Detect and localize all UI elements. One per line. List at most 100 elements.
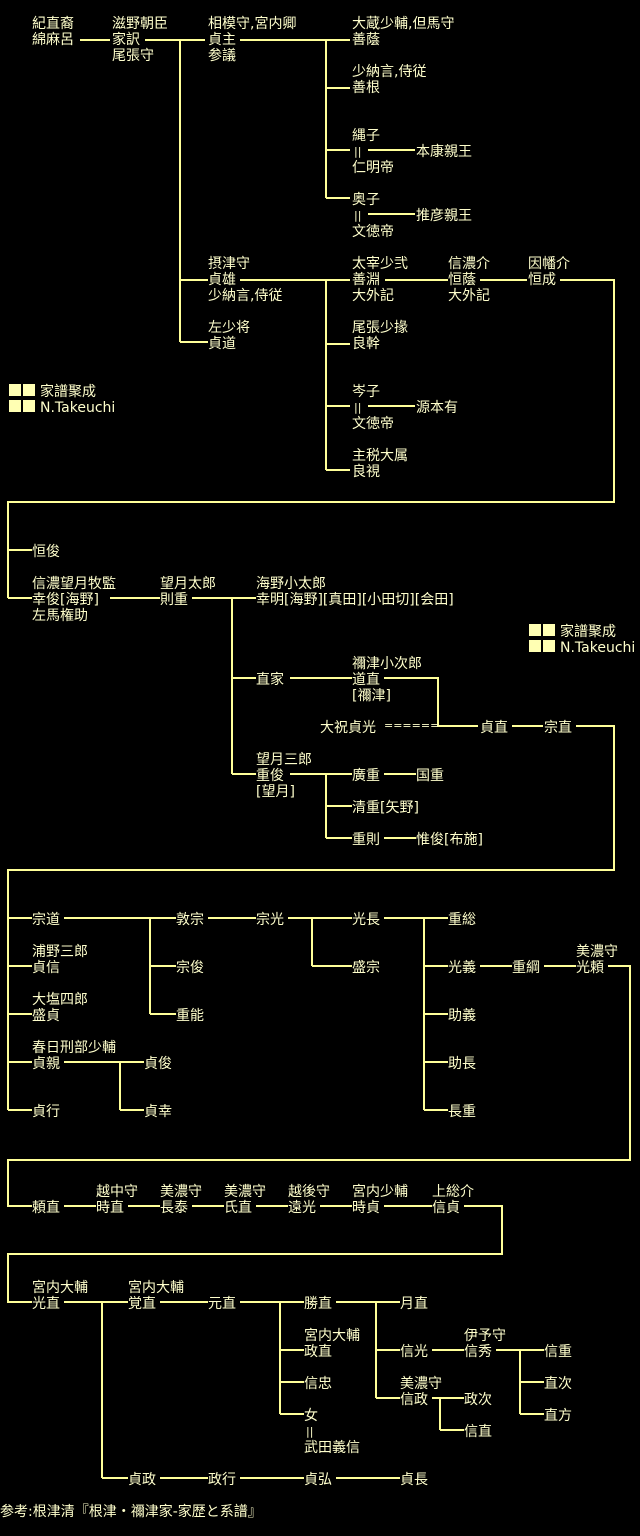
person-text: 遠光 — [288, 1200, 316, 1216]
person-text: 光長 — [352, 912, 380, 928]
logo-square — [543, 640, 555, 652]
person-text: 幸明[海野][真田][小田切][会田] — [256, 592, 454, 608]
person-text: 源本有 — [416, 400, 458, 416]
person-text: 紀直裔 — [32, 16, 74, 32]
person-text: 頼直 — [32, 1200, 60, 1216]
person-text: 貞雄 — [208, 272, 236, 288]
person-text: 政次 — [464, 1392, 492, 1408]
person-text: 武田義信 — [304, 1440, 360, 1456]
person-text: 文徳帝 — [352, 224, 394, 240]
person-text: 重則 — [352, 832, 380, 848]
person-text: 良視 — [352, 464, 380, 480]
person-text: 時貞 — [352, 1200, 380, 1216]
marriage-mark: || — [354, 145, 362, 158]
person-text: 重能 — [176, 1008, 204, 1024]
person-text: 尾張少掾 — [352, 320, 408, 336]
marriage-mark: || — [306, 1425, 314, 1438]
marriage-mark: || — [354, 209, 362, 222]
person-text: 盛貞 — [32, 1008, 60, 1024]
credit-author: N.Takeuchi — [560, 640, 636, 656]
person-text: 善淵 — [352, 272, 380, 288]
person-text: 直家 — [256, 672, 284, 688]
person-text: 信光 — [400, 1344, 428, 1360]
person-text: 大蔵少輔,但馬守 — [352, 16, 455, 32]
person-text: 貞直 — [480, 720, 508, 736]
person-text: 左少将 — [208, 320, 250, 336]
logo-square — [529, 624, 541, 636]
person-text: 文徳帝 — [352, 416, 394, 432]
person-text: 重総 — [448, 912, 476, 928]
person-text: 勝直 — [304, 1296, 332, 1312]
person-text: 貞弘 — [304, 1472, 332, 1488]
person-text: 奥子 — [352, 192, 380, 208]
logo-square — [23, 384, 35, 396]
person-text: 光直 — [32, 1296, 60, 1312]
person-text: 貞幸 — [144, 1104, 172, 1120]
person-text: 大塩四郎 — [32, 992, 88, 1008]
person-text: 貞道 — [208, 336, 236, 352]
person-text: 大祝貞光 — [320, 720, 376, 736]
person-text: 信濃望月牧監 — [32, 576, 116, 592]
person-text: 越中守 — [96, 1184, 138, 1200]
person-text: 政行 — [208, 1472, 236, 1488]
logo-square — [23, 400, 35, 412]
person-text: 主税大属 — [352, 448, 408, 464]
logo-square — [543, 624, 555, 636]
person-text: 信貞 — [432, 1200, 460, 1216]
person-text: 春日刑部少輔 — [32, 1040, 116, 1056]
credit-author: N.Takeuchi — [40, 400, 116, 416]
person-text: 宮内少輔 — [352, 1184, 408, 1200]
person-text: 貞政 — [128, 1472, 156, 1488]
person-text: 信忠 — [304, 1376, 332, 1392]
person-text: 太宰少弐 — [352, 256, 408, 272]
person-text: 浦野三郎 — [32, 944, 88, 960]
chain-mark: ====== — [384, 719, 440, 732]
person-text: 直方 — [544, 1408, 572, 1424]
person-text: 望月三郎 — [256, 752, 312, 768]
person-text: 宗俊 — [176, 960, 204, 976]
person-text: 大外記 — [352, 288, 394, 304]
person-text: 惟俊[布施] — [416, 832, 483, 848]
credit-title: 家譜聚成 — [560, 624, 616, 640]
person-text: 宮内大輔 — [304, 1328, 360, 1344]
person-text: 助義 — [448, 1008, 476, 1024]
person-text: 幸俊[海野] — [32, 592, 99, 608]
person-text: 氏直 — [224, 1200, 252, 1216]
person-text: 貞親 — [32, 1056, 60, 1072]
person-text: 貞信 — [32, 960, 60, 976]
person-text: 助長 — [448, 1056, 476, 1072]
person-text: 信重 — [544, 1344, 572, 1360]
person-text: 美濃守 — [400, 1376, 442, 1392]
person-text: 上総介 — [432, 1184, 474, 1200]
person-text: 推彦親王 — [416, 208, 472, 224]
person-text: 美濃守 — [224, 1184, 266, 1200]
person-text: 貞行 — [32, 1104, 60, 1120]
person-text: 長泰 — [160, 1200, 188, 1216]
person-text: 信政 — [400, 1392, 428, 1408]
person-text: [禰津] — [352, 688, 391, 704]
credit-title: 家譜聚成 — [40, 384, 96, 400]
person-text: 本康親王 — [416, 144, 472, 160]
person-text: 宗道 — [32, 912, 60, 928]
person-text: 重俊 — [256, 768, 284, 784]
person-text: 良幹 — [352, 336, 380, 352]
person-text: 少納言,侍従 — [208, 288, 283, 304]
person-text: 縄子 — [352, 128, 380, 144]
person-text: 貞俊 — [144, 1056, 172, 1072]
person-text: 善根 — [352, 80, 380, 96]
person-text: 左馬権助 — [32, 608, 88, 624]
person-text: 清重[矢野] — [352, 800, 419, 816]
person-text: 盛宗 — [352, 960, 380, 976]
person-text: 仁明帝 — [352, 160, 394, 176]
person-text: 恒蔭 — [448, 272, 476, 288]
logo-square — [9, 400, 21, 412]
person-text: 信秀 — [464, 1344, 492, 1360]
person-text: 道直 — [352, 672, 380, 688]
person-text: 信濃介 — [448, 256, 490, 272]
person-text: 直次 — [544, 1376, 572, 1392]
person-text: 信直 — [464, 1424, 492, 1440]
person-text: 禰津小次郎 — [352, 656, 422, 672]
person-text: 貞長 — [400, 1472, 428, 1488]
person-text: 因幡介 — [528, 256, 570, 272]
